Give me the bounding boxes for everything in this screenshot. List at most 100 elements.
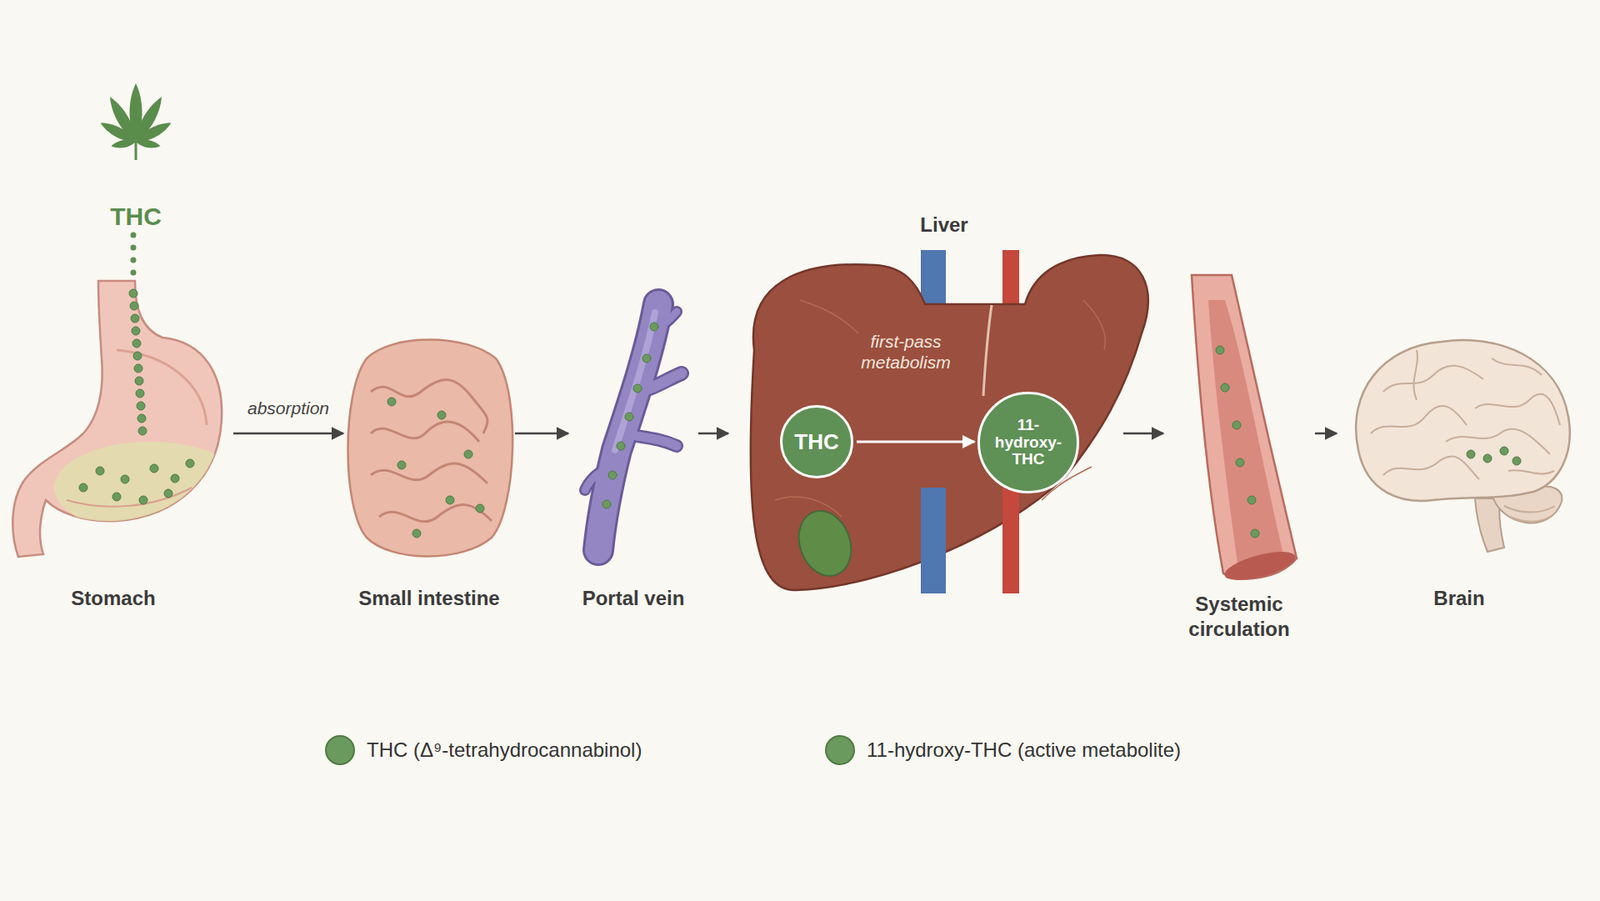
stomach-illustration — [139, 495, 148, 505]
portal-vein-illustration — [642, 354, 651, 363]
brain-illustration — [1370, 405, 1467, 434]
stomach-illustration — [150, 464, 159, 473]
small-intestine-illustration — [370, 380, 488, 434]
brain-illustration — [1445, 429, 1550, 455]
organ-small-intestine: Small intestine — [350, 337, 509, 611]
node-label: Systemic circulation — [1176, 591, 1302, 642]
cannabis-leaf — [135, 141, 138, 160]
stomach-illustration — [137, 414, 146, 423]
stomach-illustration — [112, 492, 121, 501]
node-label: Small intestine — [358, 585, 500, 611]
small-intestine-illustration — [387, 397, 396, 406]
portal-vein-illustration — [598, 304, 659, 550]
small-intestine-illustration — [370, 380, 492, 522]
liver-illustration — [983, 305, 992, 396]
stomach-illustration — [12, 280, 246, 557]
small-intestine-illustration — [397, 460, 406, 470]
small-intestine-illustration — [348, 340, 514, 557]
small-intestine-illustration — [379, 505, 492, 522]
portal-vein-illustration — [623, 433, 677, 446]
liver-illustration — [775, 300, 1105, 517]
organ-liver: Liver first-pass metabolismTHC 11-hydroxy-… — [735, 212, 1117, 594]
cannabis-leaf — [135, 138, 161, 150]
portal-vein-illustration — [602, 322, 659, 509]
blood-vessel-illustration — [1220, 383, 1230, 392]
small-intestine-illustration — [387, 397, 485, 538]
stomach-illustration — [95, 466, 105, 475]
blood-vessel-illustration — [1235, 458, 1245, 467]
portal-vein-illustration — [625, 412, 634, 421]
brain-illustration — [1512, 456, 1521, 465]
stomach-illustration — [134, 364, 143, 373]
small-intestine-illustration — [370, 463, 488, 484]
brain-illustration — [1383, 456, 1480, 480]
blood-vessel-illustration — [1191, 275, 1299, 586]
stomach-illustration — [54, 441, 246, 534]
node-label: THC — [794, 428, 839, 456]
flow-arrow — [1123, 432, 1164, 435]
node-note: first-pass metabolism — [851, 330, 960, 373]
brain-illustration — [1355, 340, 1570, 552]
cannabis-leaf — [110, 138, 137, 150]
portal-vein-illustration — [585, 466, 613, 490]
brain-illustration — [1508, 470, 1555, 475]
node-label: Liver — [920, 212, 968, 238]
portal-vein-illustration — [585, 304, 682, 550]
brain-illustration — [1383, 365, 1484, 392]
blood-vessel-illustration — [1215, 345, 1260, 538]
small-intestine-illustration — [370, 421, 480, 442]
stomach-illustration — [54, 350, 246, 534]
blood-vessel-illustration — [1247, 495, 1256, 505]
legend-swatch — [325, 735, 355, 765]
node-label: Stomach — [70, 585, 155, 611]
small-intestine-illustration — [437, 410, 446, 420]
stomach-illustration — [129, 289, 138, 298]
brain-illustration — [1504, 505, 1555, 513]
brain-illustration — [1355, 340, 1570, 501]
legend-swatch — [825, 735, 855, 765]
liver-illustration — [800, 300, 859, 334]
flow-arrow — [515, 432, 569, 435]
small-intestine-illustration — [348, 340, 514, 557]
stomach-illustration — [131, 326, 140, 335]
blood-vessel-illustration — [1221, 545, 1299, 586]
legend-label: THC (Δ⁹-tetrahydrocannabinol) — [366, 738, 642, 762]
node-label: 11-hydroxy-THC — [990, 416, 1067, 470]
stomach-illustration — [116, 350, 207, 425]
systemic-circulation: Systemic circulation — [1170, 266, 1309, 642]
portal-vein: Portal vein — [575, 300, 692, 611]
legend-label: 11-hydroxy-THC (active metabolite) — [866, 738, 1181, 762]
legend-item: 11-hydroxy-THC (active metabolite) — [825, 735, 1181, 765]
portal-vein-illustration — [615, 312, 655, 450]
stomach-illustration — [133, 351, 142, 360]
stomach-illustration — [132, 339, 141, 348]
stomach-illustration — [135, 376, 144, 385]
stomach-illustration — [185, 459, 195, 468]
brain-illustration — [1483, 454, 1492, 463]
portal-vein-illustration — [633, 384, 642, 393]
liver-illustration — [790, 503, 860, 584]
flow-arrow — [233, 432, 344, 435]
organ-stomach: Stomach — [0, 280, 227, 611]
brain-illustration — [1466, 446, 1521, 465]
blood-vessel-illustration — [1191, 275, 1297, 579]
flow-arrow — [1315, 432, 1337, 435]
stomach-illustration — [135, 389, 145, 398]
blood-vessel-illustration — [1232, 420, 1241, 430]
edge-label: absorption — [244, 398, 333, 419]
brain-illustration — [1510, 516, 1550, 522]
stomach-illustration — [136, 401, 145, 410]
liver-illustration — [750, 255, 1149, 590]
stomach-illustration — [130, 301, 139, 310]
small-intestine-illustration — [464, 450, 473, 459]
liver-illustration — [1002, 487, 1020, 594]
cannabis-leaf — [98, 83, 174, 160]
portal-vein-illustration — [608, 470, 617, 480]
node-label: THC — [110, 200, 162, 233]
brain-illustration — [1413, 350, 1418, 400]
blood-vessel-illustration — [1215, 345, 1225, 355]
flow-arrow — [698, 432, 729, 435]
brain-illustration — [1475, 394, 1560, 425]
organ-brain: Brain — [1343, 333, 1575, 611]
